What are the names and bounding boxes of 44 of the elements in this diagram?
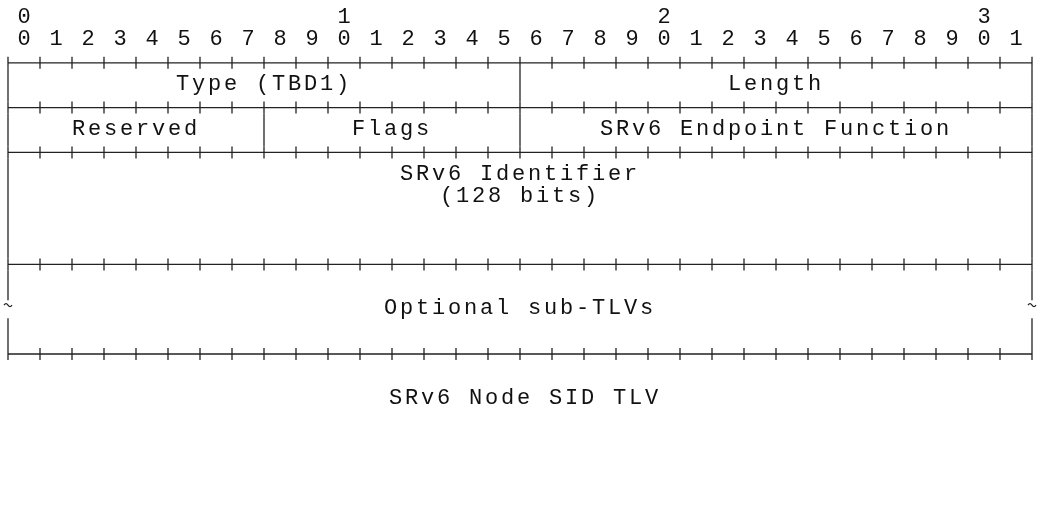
bit-number: 6 xyxy=(849,29,866,52)
bit-number: 2 xyxy=(721,29,738,52)
field-label: Type (TBD1) xyxy=(176,74,352,97)
bit-number: 6 xyxy=(529,29,546,52)
field-label: Length xyxy=(728,74,824,97)
bit-number: 8 xyxy=(593,29,610,52)
field-label: Optional sub-TLVs xyxy=(383,298,656,321)
bit-number: 5 xyxy=(817,29,834,52)
bit-number: 1 xyxy=(1009,29,1026,52)
bit-number: 7 xyxy=(241,29,258,52)
bit-number: 7 xyxy=(881,29,898,52)
field-label: SRv6 Identifier (128 bits) xyxy=(398,163,641,209)
bit-number: 9 xyxy=(305,29,322,52)
bit-number: 1 xyxy=(369,29,386,52)
bit-number: 3 xyxy=(113,29,130,52)
bit-number: 2 xyxy=(81,29,98,52)
bit-number: 3 xyxy=(433,29,450,52)
bit-number: 4 xyxy=(145,29,162,52)
bit-number: 5 xyxy=(497,29,514,52)
bit-number: 0 xyxy=(17,7,34,29)
bit-number: 3 xyxy=(753,29,770,52)
bit-number: 3 xyxy=(977,7,994,29)
caption: SRv6 Node SID TLV xyxy=(388,387,661,410)
bit-number: 4 xyxy=(465,29,482,52)
bit-number: 6 xyxy=(209,29,226,52)
bit-number: 8 xyxy=(913,29,930,52)
bit-number: 2 xyxy=(657,7,674,29)
bit-number: 8 xyxy=(273,29,290,52)
bit-number: 5 xyxy=(177,29,194,52)
bit-number: 9 xyxy=(625,29,642,52)
bit-number: 7 xyxy=(561,29,578,52)
bit-number: 4 xyxy=(785,29,802,52)
bit-number: 1 xyxy=(689,29,706,52)
field-label: SRv6 Endpoint Function xyxy=(599,118,953,142)
bit-number: 9 xyxy=(945,29,962,52)
bit-number: 0 xyxy=(657,29,674,52)
bit-number: 0 xyxy=(337,29,354,52)
field-label: Reserved xyxy=(72,118,200,142)
bit-number: 2 xyxy=(401,29,418,52)
field-label: Flags xyxy=(352,118,432,142)
bit-number: 1 xyxy=(49,29,66,52)
bit-number: 0 xyxy=(17,29,34,52)
bit-number: 1 xyxy=(337,7,354,29)
bit-number: 0 xyxy=(977,29,994,52)
